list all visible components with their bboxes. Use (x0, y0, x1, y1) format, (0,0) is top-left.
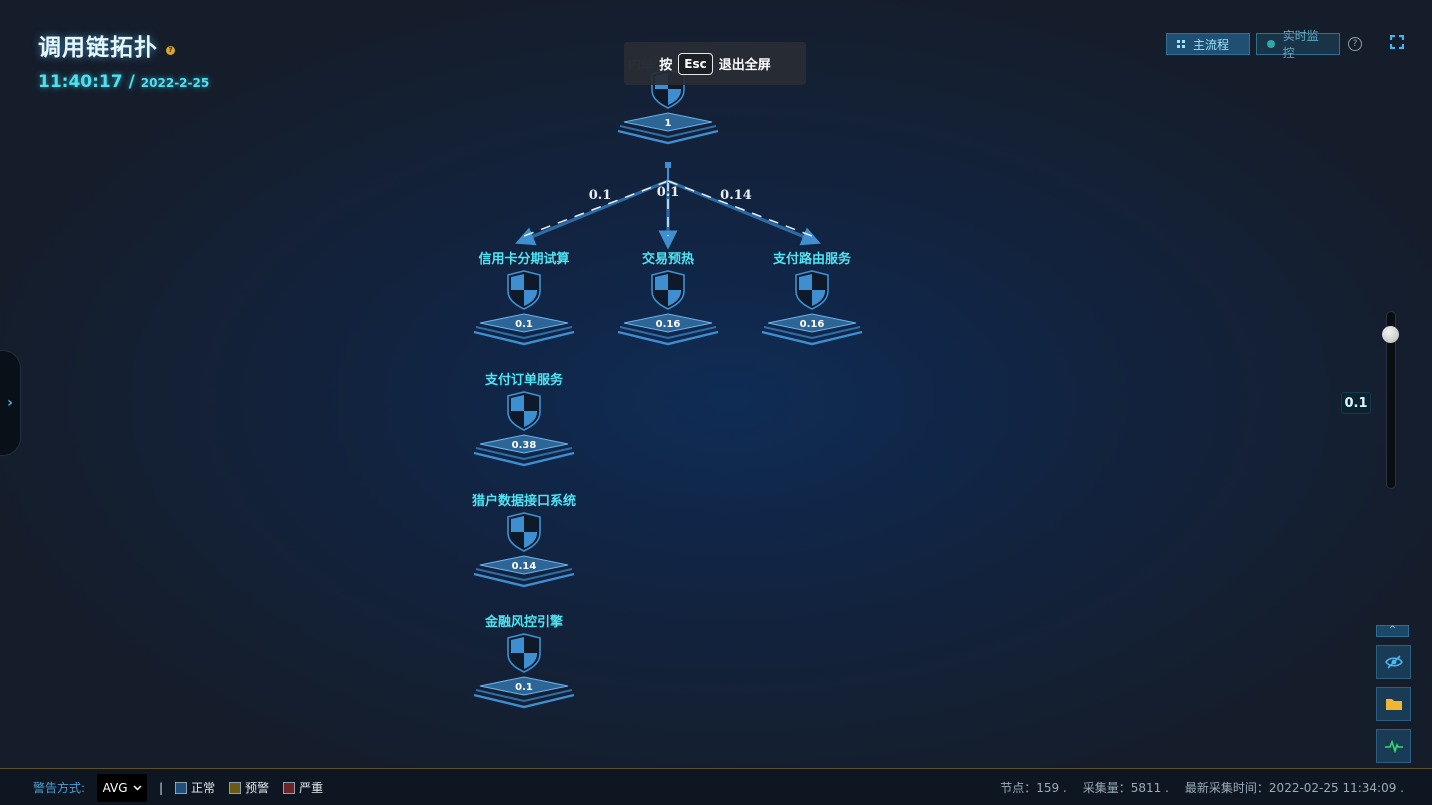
legend-label: 正常 (191, 781, 216, 795)
node-platform (617, 112, 719, 145)
zoom-slider-handle[interactable] (1382, 326, 1399, 343)
topology-edge[interactable]: 0.14 (667, 179, 821, 246)
alert-mode-value: AVG (102, 780, 128, 795)
legend-label: 严重 (299, 781, 324, 795)
esc-key: Esc (678, 52, 713, 75)
node-platform (617, 313, 719, 346)
page-title: 调用链拓扑 (38, 35, 158, 61)
alert-mode-select[interactable]: AVG (97, 773, 148, 802)
header: 调用链拓扑? 11:40:17/ 2022-2-25 (38, 28, 209, 92)
node-label: 信用卡分期试算 (478, 251, 569, 267)
shield-icon (507, 512, 541, 552)
help-icon[interactable]: ? (166, 46, 175, 55)
hide-button[interactable] (1376, 645, 1411, 679)
node-label: 猎户数据接口系统 (472, 493, 576, 509)
view-toolbar: 主流程 实时监控 ? (1166, 29, 1362, 60)
legend-label: 预警 (245, 781, 270, 795)
monitor-dot-icon (1267, 40, 1275, 48)
edge-value: 0.1 (657, 185, 680, 200)
topology-node[interactable]: 信用卡分期试算 0.1 (473, 251, 575, 346)
tool-stack: ^ (1376, 625, 1411, 771)
toast-prefix: 按 (659, 58, 673, 73)
node-label: 金融风控引擎 (484, 614, 563, 630)
toast-suffix: 退出全屏 (718, 58, 771, 73)
chevron-down-icon (132, 784, 142, 791)
shield-icon (507, 633, 541, 673)
legend-normal: 正常 (175, 779, 215, 796)
node-label: 交易预热 (642, 251, 694, 267)
folder-icon (1385, 699, 1402, 710)
divider: | (159, 780, 164, 795)
hide-eye-icon (1384, 655, 1403, 669)
question-icon[interactable]: ? (1348, 37, 1362, 51)
edge-value: 0.14 (720, 188, 752, 203)
grid-icon (1177, 40, 1185, 48)
heartbeat-icon (1384, 739, 1403, 753)
node-label: 支付订单服务 (484, 372, 564, 388)
topology-node[interactable]: 支付路由服务 0.16 (761, 251, 863, 346)
fullscreen-toast: 按 Esc 退出全屏 (624, 42, 806, 85)
topology-node[interactable]: 金融风控引擎 0.1 (473, 614, 575, 709)
node-value: 0.38 (512, 440, 537, 451)
node-value: 0.1 (515, 319, 533, 330)
shield-icon (651, 270, 685, 310)
edge-hub-marker (665, 162, 671, 168)
node-value: 0.14 (512, 561, 537, 572)
node-value: 0.1 (515, 682, 533, 693)
alert-mode-label: 警告方式: (33, 781, 86, 795)
node-value: 0.16 (800, 319, 825, 330)
edges-layer: 0.1 0.1 0.14 (515, 162, 821, 250)
datetime-separator: / (128, 72, 135, 92)
legend-swatch (229, 781, 242, 794)
alert-mode-group: 警告方式: AVG | 正常 预警 严重 (33, 773, 329, 802)
node-platform (473, 434, 575, 467)
edge-value: 0.1 (589, 188, 612, 203)
topology-node[interactable]: 交易预热 0.16 (617, 251, 719, 346)
sample-count: 采集量：5811 . (1082, 781, 1169, 795)
shield-icon (507, 270, 541, 310)
node-value: 0.16 (656, 319, 681, 330)
node-label: 支付路由服务 (772, 251, 852, 267)
topology-node[interactable]: 猎户数据接口系统 0.14 (472, 493, 576, 588)
latest-collection-time: 最新采集时间：2022-02-25 11:34:09 . (1184, 781, 1404, 795)
zoom-slider-track[interactable] (1386, 311, 1396, 489)
legend-swatch (283, 781, 296, 794)
shield-icon (795, 270, 829, 310)
datetime: 11:40:17/ 2022-2-25 (38, 72, 209, 92)
folder-button[interactable] (1376, 687, 1411, 721)
legend-critical: 严重 (283, 779, 323, 796)
node-platform (761, 313, 863, 346)
topology-node[interactable]: 支付订单服务 0.38 (473, 372, 575, 467)
node-platform (473, 555, 575, 588)
clock-date: 2022-2-25 (140, 76, 210, 90)
legend-swatch (175, 781, 188, 794)
status-bar: 警告方式: AVG | 正常 预警 严重 节点：159 . 采集量：5811 .… (0, 768, 1432, 805)
nodes-layer: 1 信用卡分期试算 0.1 交易预热 0.16 支付路由服务 0.16 支付订单服务 0.38 猎… (472, 69, 863, 709)
node-platform (473, 676, 575, 709)
heartbeat-button[interactable] (1376, 729, 1411, 763)
node-platform (473, 313, 575, 346)
shield-icon (507, 391, 541, 431)
topology-edge[interactable]: 0.1 (657, 181, 680, 250)
legend-warning: 预警 (229, 779, 269, 796)
topology-edge[interactable]: 0.1 (515, 179, 669, 246)
node-value: 1 (665, 118, 672, 129)
fullscreen-icon[interactable] (1390, 35, 1404, 49)
collection-stats: 节点：159 . 采集量：5811 . 最新采集时间：2022-02-25 11… (1000, 779, 1404, 796)
realtime-monitor-label: 实时监控 (1282, 29, 1319, 60)
node-count: 节点：159 . (1000, 781, 1067, 795)
zoom-value: 0.1 (1341, 392, 1371, 414)
collapse-tools-button[interactable]: ^ (1376, 625, 1409, 637)
clock-time: 11:40:17 (38, 72, 123, 92)
realtime-monitor-button[interactable]: 实时监控 (1256, 29, 1340, 60)
main-flow-button[interactable]: 主流程 (1166, 33, 1250, 55)
side-panel-toggle[interactable]: › (0, 350, 21, 456)
main-flow-label: 主流程 (1193, 37, 1230, 52)
